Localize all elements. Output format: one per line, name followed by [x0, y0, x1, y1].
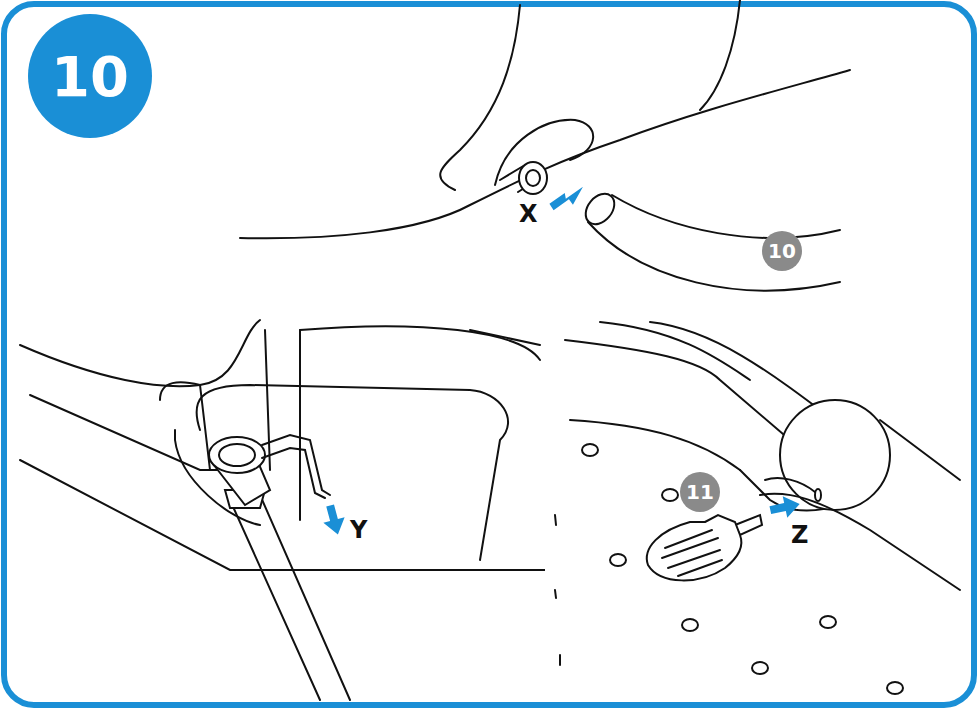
number-text: 10 [28, 14, 152, 138]
number-text: 10 [762, 231, 802, 271]
part-letter: Z [791, 521, 808, 549]
frame [4, 4, 974, 705]
step-number: 10 [28, 14, 152, 138]
part-letter: Y [350, 516, 367, 544]
direction-arrow [319, 503, 348, 538]
plug-base [548, 322, 960, 700]
part-letter: X [519, 200, 538, 228]
direction-arrow [768, 493, 802, 521]
direction-arrow [548, 187, 587, 211]
number-text: 11 [680, 472, 720, 512]
tray-funnel [20, 320, 545, 700]
tank-nozzle [240, 0, 850, 290]
callout-number: 11 [680, 472, 720, 512]
callout-number: 10 [762, 231, 802, 271]
